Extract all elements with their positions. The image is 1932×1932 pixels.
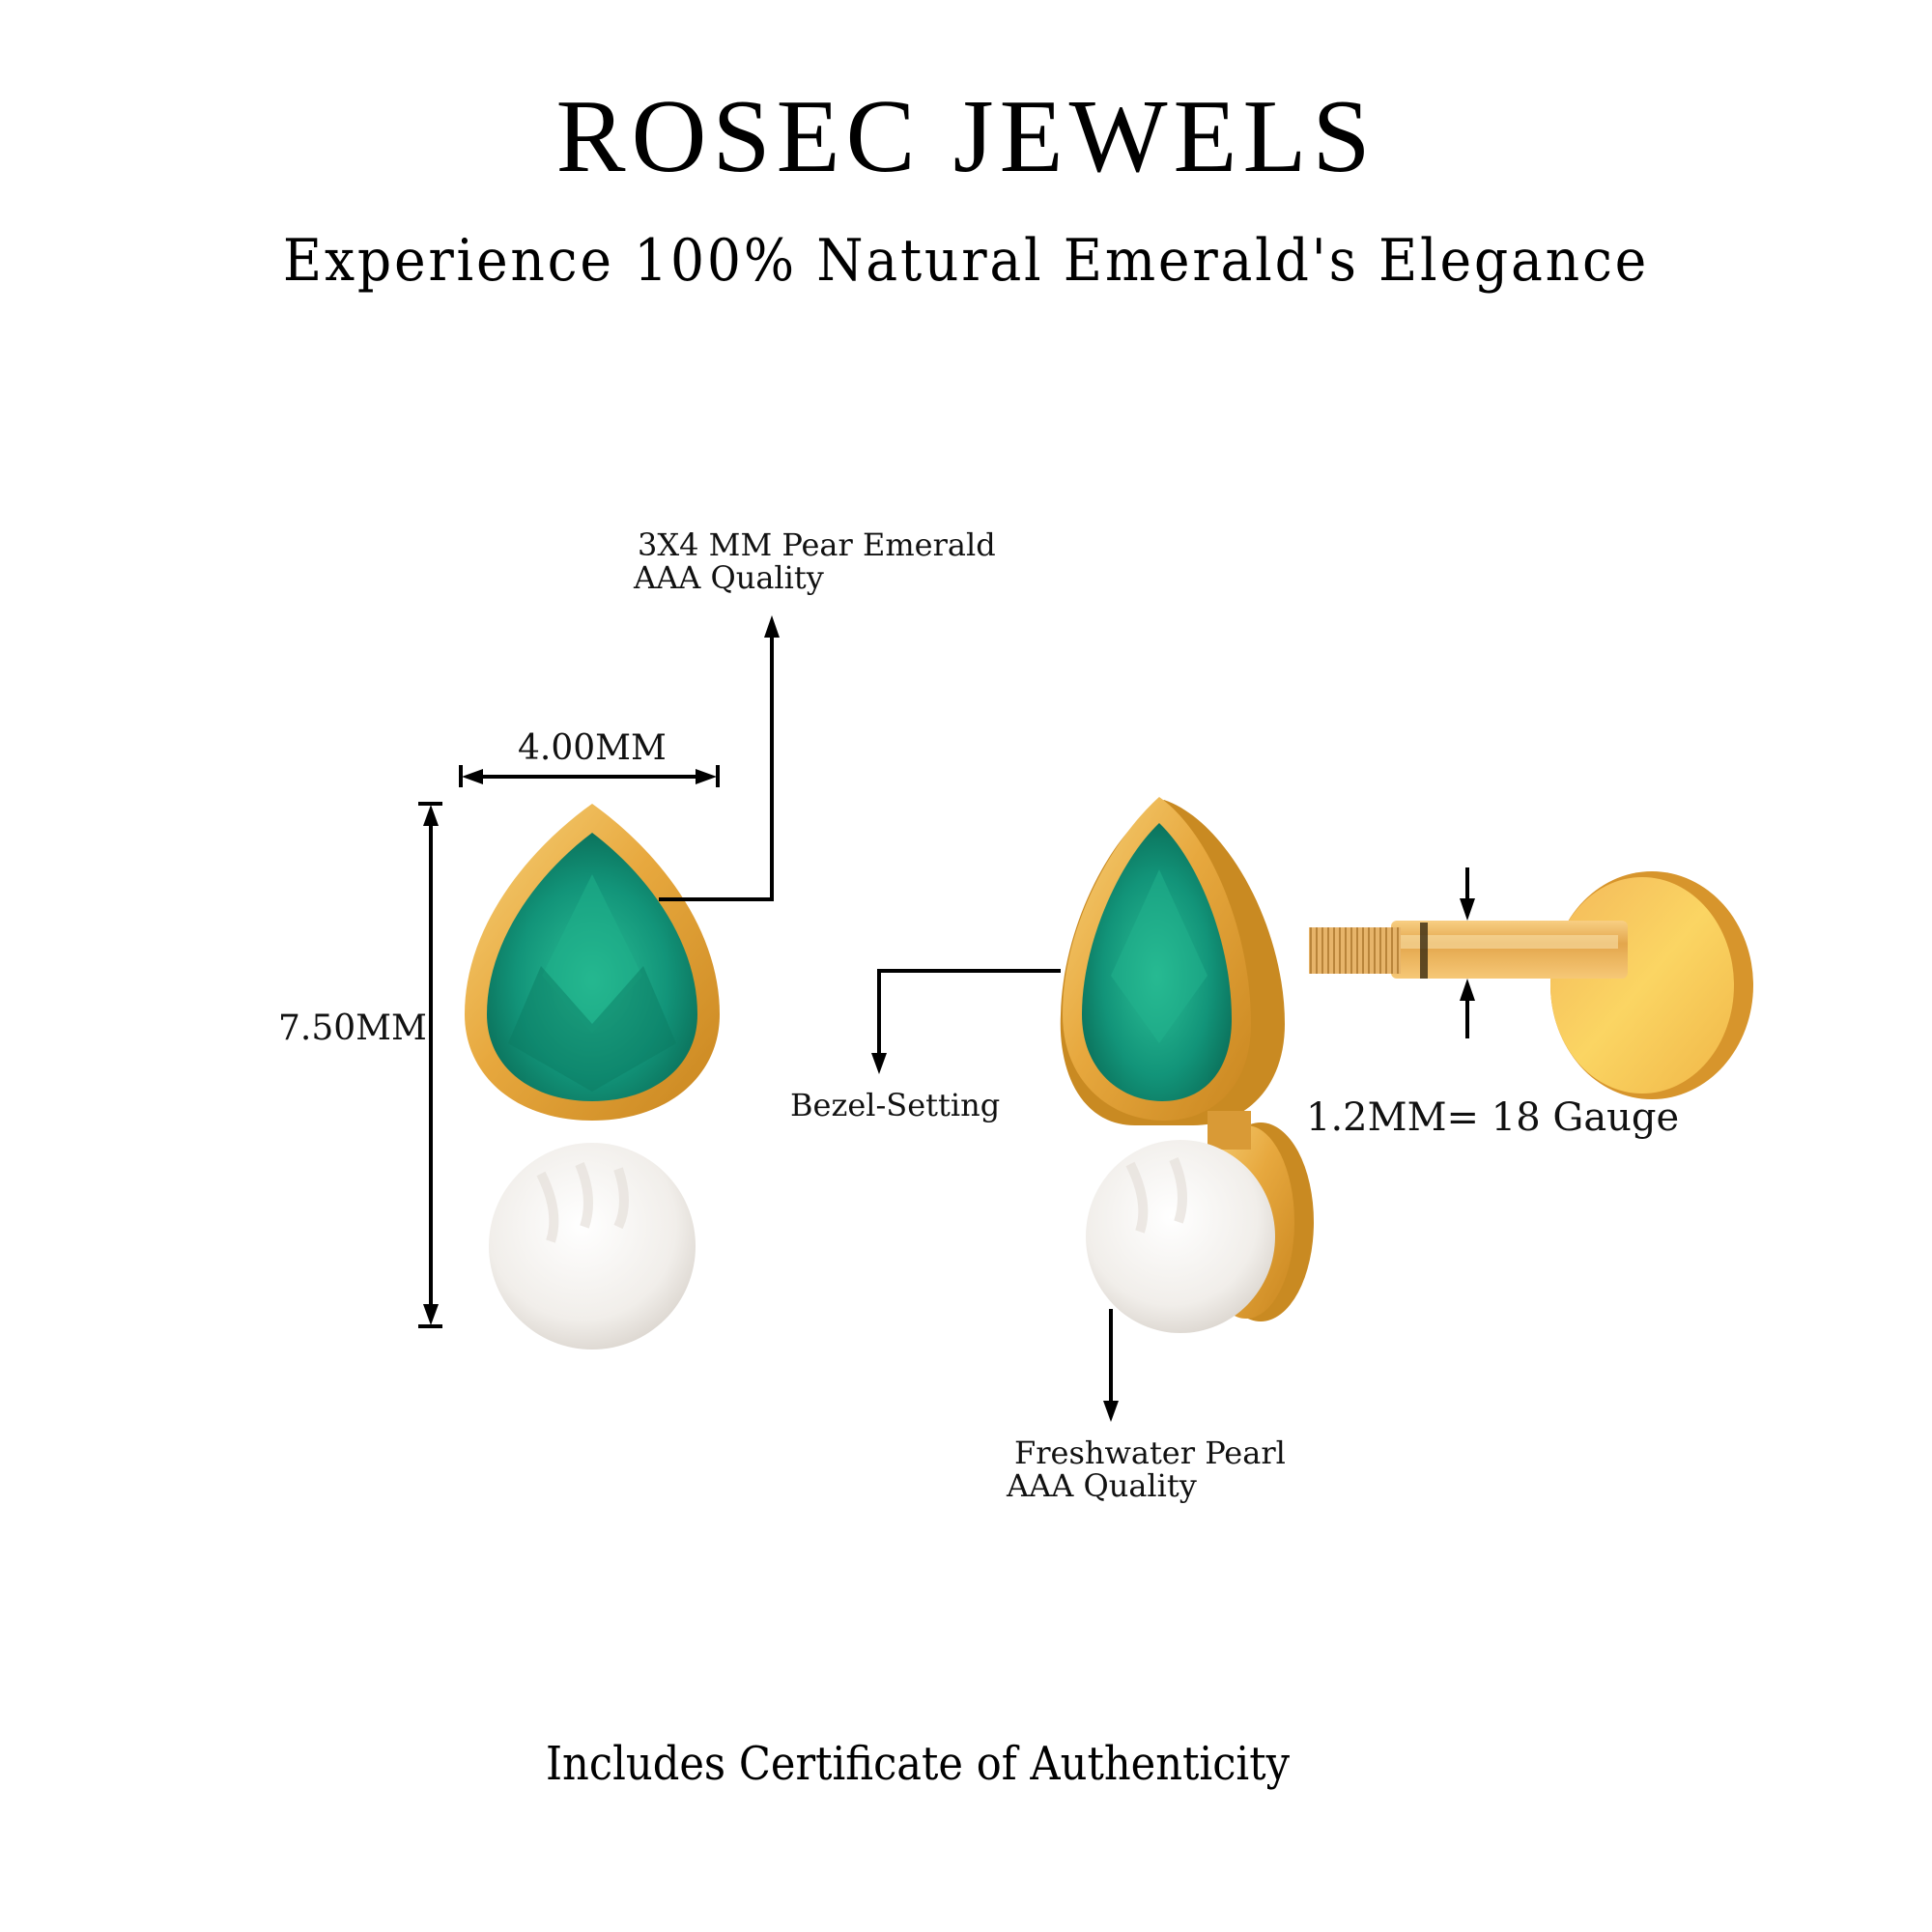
side-view-earring <box>1060 797 1753 1333</box>
emerald-spec-label: 3X4 MM Pear Emerald AAA Quality <box>634 526 996 594</box>
brand-title: ROSEC JEWELS <box>555 79 1377 194</box>
emerald-spec-line1: 3X4 MM Pear Emerald <box>638 526 996 563</box>
threaded-pin <box>1309 927 1401 974</box>
pearl-side <box>1086 1140 1275 1333</box>
pearl-spec-label: Freshwater Pearl AAA Quality <box>1007 1435 1286 1502</box>
pearl-quality-line: AAA Quality <box>1007 1466 1197 1504</box>
brand-tagline: Experience 100% Natural Emerald's Elegan… <box>282 227 1650 295</box>
emerald-leader-line <box>659 615 780 901</box>
height-dimension-line <box>418 802 442 1328</box>
height-label: 7.50MM <box>278 1009 427 1048</box>
pearl-spec-line1: Freshwater Pearl <box>1014 1435 1286 1471</box>
width-dimension-line <box>459 765 720 787</box>
width-label: 4.00MM <box>518 728 667 768</box>
gauge-label: 1.2MM= 18 Gauge <box>1306 1095 1680 1140</box>
gauge-dimension-arrows <box>1460 867 1475 1038</box>
setting-label: Bezel-Setting <box>790 1087 1001 1123</box>
emerald-quality-line: AAA Quality <box>634 558 824 596</box>
front-view-earring <box>465 804 720 1350</box>
pearl-leader-line <box>1103 1309 1119 1422</box>
certificate-note: Includes Certificate of Authenticity <box>545 1737 1290 1791</box>
bezel-leader-line <box>871 969 1061 1074</box>
pearl-front <box>489 1143 696 1350</box>
